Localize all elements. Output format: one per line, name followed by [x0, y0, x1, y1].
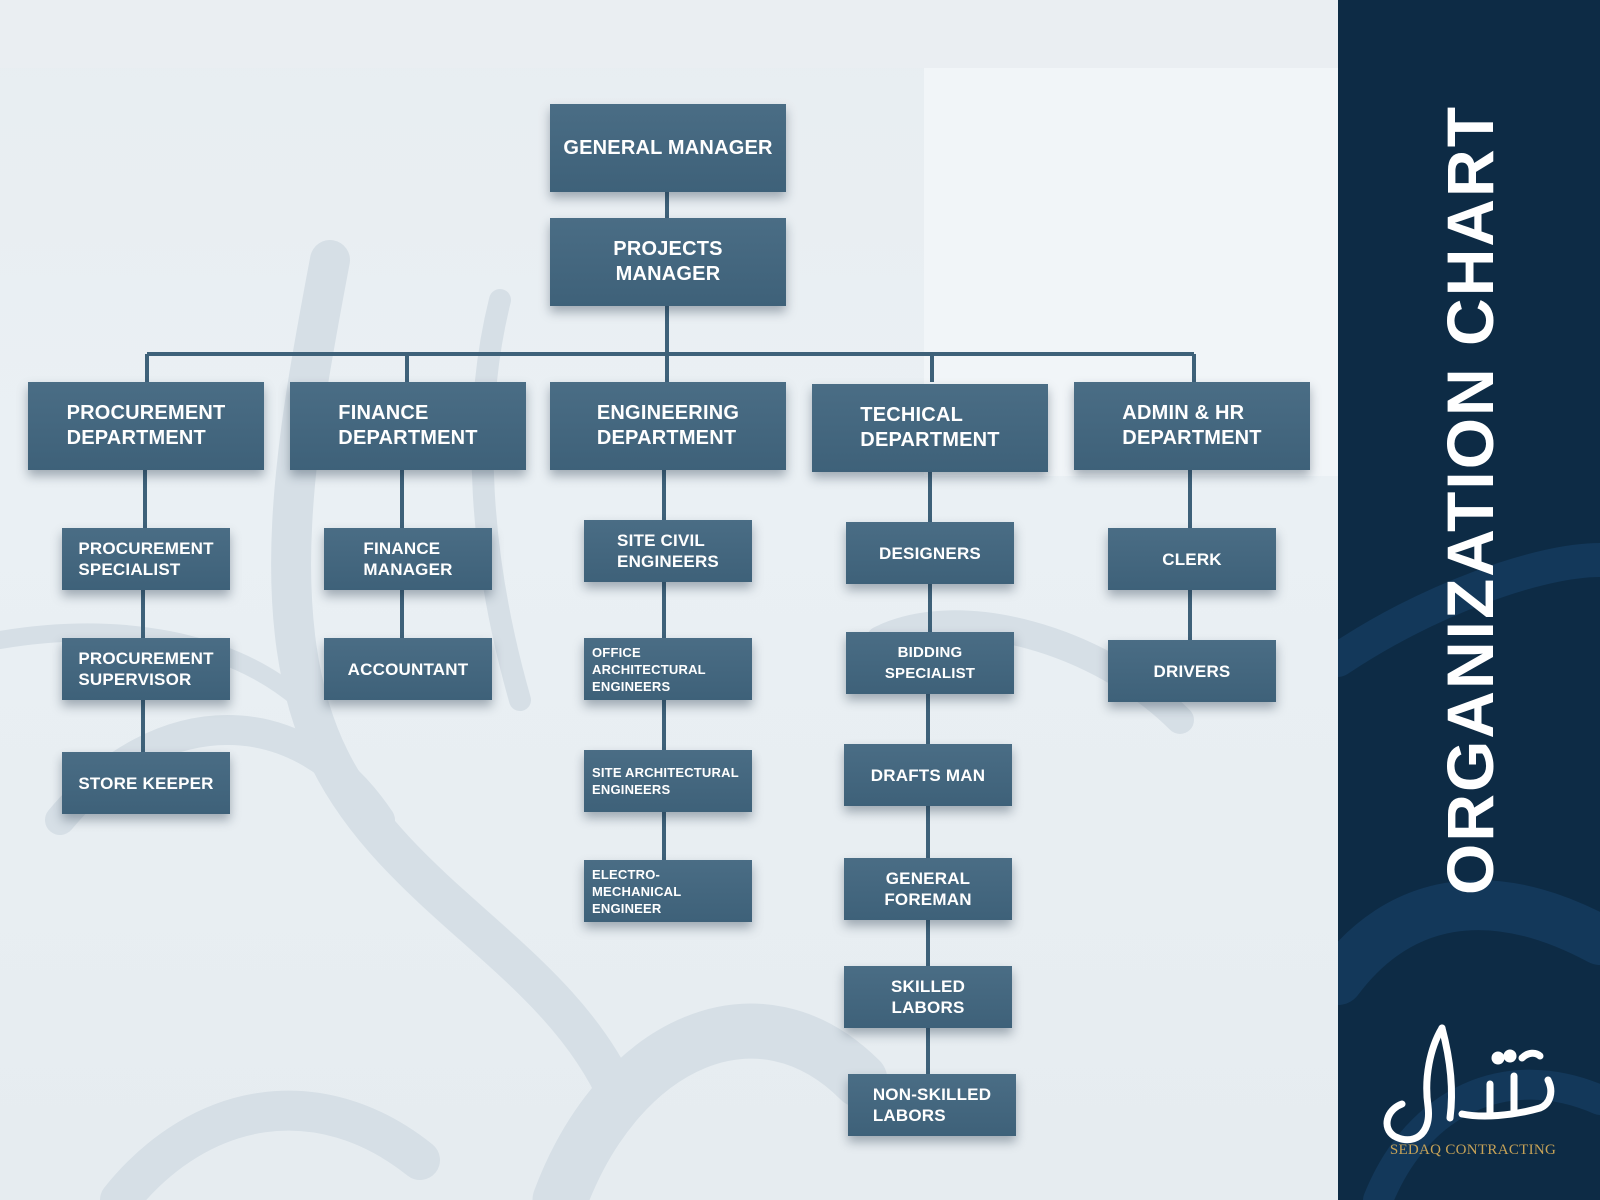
dept-admin-hr-line2: DEPARTMENT: [1122, 427, 1262, 449]
dept-finance-line1: FINANCE: [338, 402, 429, 424]
role-procurement-specialist: PROCUREMENT SPECIALIST: [62, 528, 230, 590]
role-designers: DESIGNERS: [846, 522, 1014, 584]
projects-manager-label: PROJECTS MANAGER: [613, 238, 723, 285]
role-site-civil-engineers: SITE CIVIL ENGINEERS: [584, 520, 752, 582]
sedaq-logo-icon: [1383, 1024, 1555, 1144]
dept-technical-line2: DEPARTMENT: [860, 429, 1000, 451]
role-bidding-specialist-label: BIDDING SPECIALIST: [884, 644, 976, 682]
role-site-arch-line2: ENGINEERS: [592, 782, 671, 797]
role-site-architectural-engineers: SITE ARCHITECTURAL ENGINEERS: [584, 750, 752, 812]
dept-admin-hr: ADMIN & HR DEPARTMENT: [1074, 382, 1310, 470]
role-skilled-labors-label: SKILLED LABORS: [890, 977, 966, 1017]
dept-engineering-line1: ENGINEERING: [596, 402, 740, 424]
role-finance-manager-line2: MANAGER: [363, 560, 453, 579]
organization-chart-title: ORGANIZATION CHART: [1433, 104, 1507, 896]
sidebar-swoosh: [1338, 543, 1600, 1200]
role-general-foreman: GENERAL FOREMAN: [844, 858, 1012, 920]
sedaq-logo-text: SEDAQ CONTRACTING: [1389, 1142, 1557, 1158]
role-procurement-supervisor: PROCUREMENT SUPERVISOR: [62, 638, 230, 700]
role-accountant-label: ACCOUNTANT: [347, 659, 469, 679]
role-bidding-specialist: BIDDING SPECIALIST: [846, 632, 1014, 694]
dept-technical-line1: TECHICAL: [860, 404, 964, 426]
role-site-arch-line1: SITE ARCHITECTURAL: [592, 765, 739, 780]
role-general-foreman-line1: GENERAL: [885, 869, 971, 888]
org-connectors: [141, 192, 1196, 1074]
dept-procurement: PROCUREMENT DEPARTMENT: [28, 382, 264, 470]
role-designers-label: DESIGNERS: [879, 543, 981, 563]
role-general-foreman-line2: FOREMAN: [884, 890, 972, 909]
role-drivers-label: DRIVERS: [1153, 661, 1231, 681]
role-store-keeper: STORE KEEPER: [62, 752, 230, 814]
dept-finance: FINANCE DEPARTMENT: [290, 382, 526, 470]
sidebar: [1338, 0, 1600, 1200]
dept-engineering: ENGINEERING DEPARTMENT: [550, 382, 786, 470]
role-drivers: DRIVERS: [1108, 640, 1276, 702]
top-band: [0, 0, 1338, 68]
role-store-keeper-label: STORE KEEPER: [78, 773, 214, 793]
role-finance-manager-line1: FINANCE: [363, 539, 441, 558]
role-electro-mech-line1: ELECTRO-MECHANICAL: [592, 866, 682, 899]
role-office-arch-line1: OFFICE ARCHITECTURAL: [592, 644, 706, 677]
role-procurement-supervisor-line2: SUPERVISOR: [78, 670, 192, 689]
dept-procurement-line2: DEPARTMENT: [66, 427, 206, 449]
role-procurement-specialist-line1: PROCUREMENT: [78, 539, 214, 558]
dept-admin-hr-line1: ADMIN & HR: [1122, 402, 1245, 424]
role-skilled-labors: SKILLED LABORS: [844, 966, 1012, 1028]
role-procurement-supervisor-line1: PROCUREMENT: [78, 649, 214, 668]
role-office-arch-line2: ENGINEERS: [592, 678, 671, 694]
role-finance-manager: FINANCE MANAGER: [324, 528, 492, 590]
role-drafts-man: DRAFTS MAN: [844, 744, 1012, 806]
box-projects-manager: PROJECTS MANAGER: [550, 218, 786, 306]
general-manager-label: GENERAL MANAGER: [563, 136, 773, 159]
role-procurement-specialist-line2: SPECIALIST: [78, 560, 181, 579]
role-electro-mech-line2: ENGINEER: [592, 900, 662, 916]
chart-canvas: GENERAL MANAGER PROJECTS MANAGER PROCURE…: [0, 0, 1338, 1200]
role-non-skilled-line2: LABORS: [872, 1106, 946, 1125]
dept-engineering-line2: DEPARTMENT: [596, 427, 737, 449]
dept-technical: TECHICAL DEPARTMENT: [812, 384, 1048, 472]
dept-finance-line2: DEPARTMENT: [338, 427, 478, 449]
role-site-civil-line1: SITE CIVIL: [617, 531, 705, 550]
box-general-manager: GENERAL MANAGER: [550, 104, 786, 192]
role-non-skilled-line1: NON-SKILLED: [872, 1085, 992, 1104]
role-drafts-man-label: DRAFTS MAN: [870, 765, 986, 785]
role-clerk: CLERK: [1108, 528, 1276, 590]
role-site-civil-line2: ENGINEERS: [617, 552, 719, 571]
role-non-skilled-labors: NON-SKILLED LABORS: [848, 1074, 1016, 1136]
dept-procurement-line1: PROCUREMENT: [66, 402, 226, 424]
role-clerk-label: CLERK: [1162, 549, 1222, 569]
role-accountant: ACCOUNTANT: [324, 638, 492, 700]
